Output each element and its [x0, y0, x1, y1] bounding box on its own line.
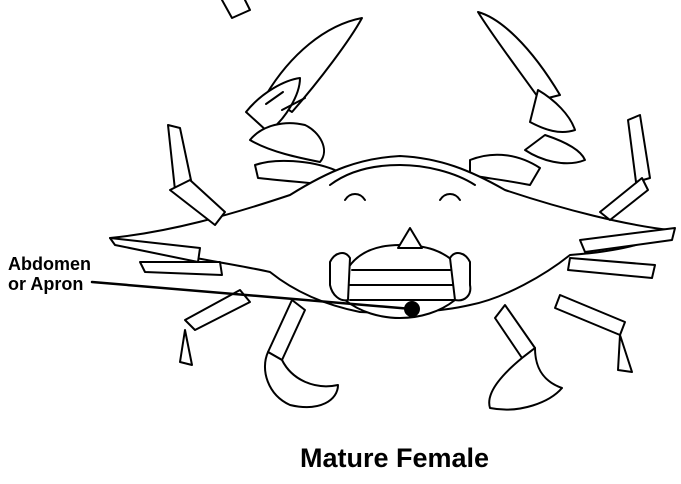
- claw-fragment-top: [222, 0, 250, 18]
- right-claw: [470, 12, 585, 185]
- abdomen-label-line1: Abdomen: [8, 255, 91, 273]
- abdomen-label-line2: or Apron: [8, 275, 83, 293]
- callout-pointer-dot: [405, 302, 419, 316]
- left-claw: [246, 18, 362, 185]
- figure-caption: Mature Female: [300, 445, 489, 472]
